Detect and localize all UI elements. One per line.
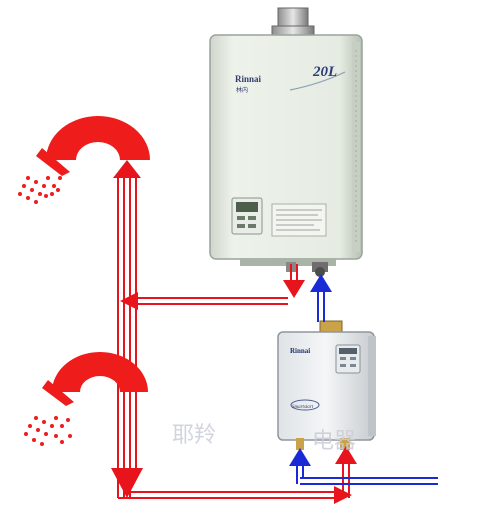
pump-button[interactable] (350, 364, 356, 367)
pump-display (339, 348, 357, 354)
heater-bottom-fittings (240, 258, 336, 277)
control-button[interactable] (248, 224, 256, 228)
return-riser (342, 462, 350, 498)
pump-button[interactable] (350, 357, 356, 360)
arrow-left-icon (120, 292, 138, 310)
hot-water-branch (136, 297, 288, 305)
cold-water-inlet (317, 290, 325, 322)
rating-sticker (271, 203, 327, 237)
pump-button[interactable] (340, 357, 346, 360)
shower-head-icon (42, 352, 148, 406)
top-connector (319, 320, 343, 334)
arrow-up-icon (289, 448, 311, 466)
spray-icon (24, 416, 72, 446)
heater-brand-sub: 林内 (236, 86, 248, 94)
pump-brand: Rinnai (290, 347, 310, 355)
control-button[interactable] (248, 216, 256, 220)
swoosh-decoration (289, 71, 346, 91)
heater-side-vent (352, 42, 360, 252)
hot-water-outlet (290, 264, 298, 282)
pump-side (368, 336, 376, 436)
arrow-down-icon (283, 280, 305, 298)
heater-brand: Rinnai (235, 74, 262, 84)
pump-button[interactable] (340, 364, 346, 367)
pump-fitting-left (296, 438, 304, 450)
shower-head-icon (36, 116, 150, 176)
display-screen (236, 202, 258, 212)
watermark-left: 耶羚 (172, 422, 216, 447)
shower-nozzle-top (36, 148, 70, 176)
shower-nozzle-bottom (42, 380, 74, 406)
cold-water-supply (296, 464, 438, 485)
pump-unit: Rinnai Smartstart (277, 320, 376, 450)
pump-model: Smartstart (292, 405, 314, 410)
control-button[interactable] (237, 224, 245, 228)
capacity-label: 20L (312, 64, 337, 80)
water-heater: Rinnai 林内 20L (209, 7, 363, 277)
arrow-up-icon (113, 160, 141, 178)
return-line-bottom (118, 491, 336, 499)
smartstart-logo-ring (290, 399, 320, 411)
arrow-up-icon (335, 446, 357, 464)
shower-arc-bottom (52, 352, 148, 392)
shower-arc-top (46, 116, 150, 160)
arrow-up-icon (310, 274, 332, 292)
control-button[interactable] (237, 216, 245, 220)
heater-control-panel (231, 197, 263, 235)
spray-icon (18, 176, 62, 204)
watermark-right: 电器 (312, 428, 356, 453)
arrow-down-icon (111, 468, 143, 498)
hot-water-riser (117, 176, 137, 498)
pump-fitting-right (340, 438, 350, 450)
